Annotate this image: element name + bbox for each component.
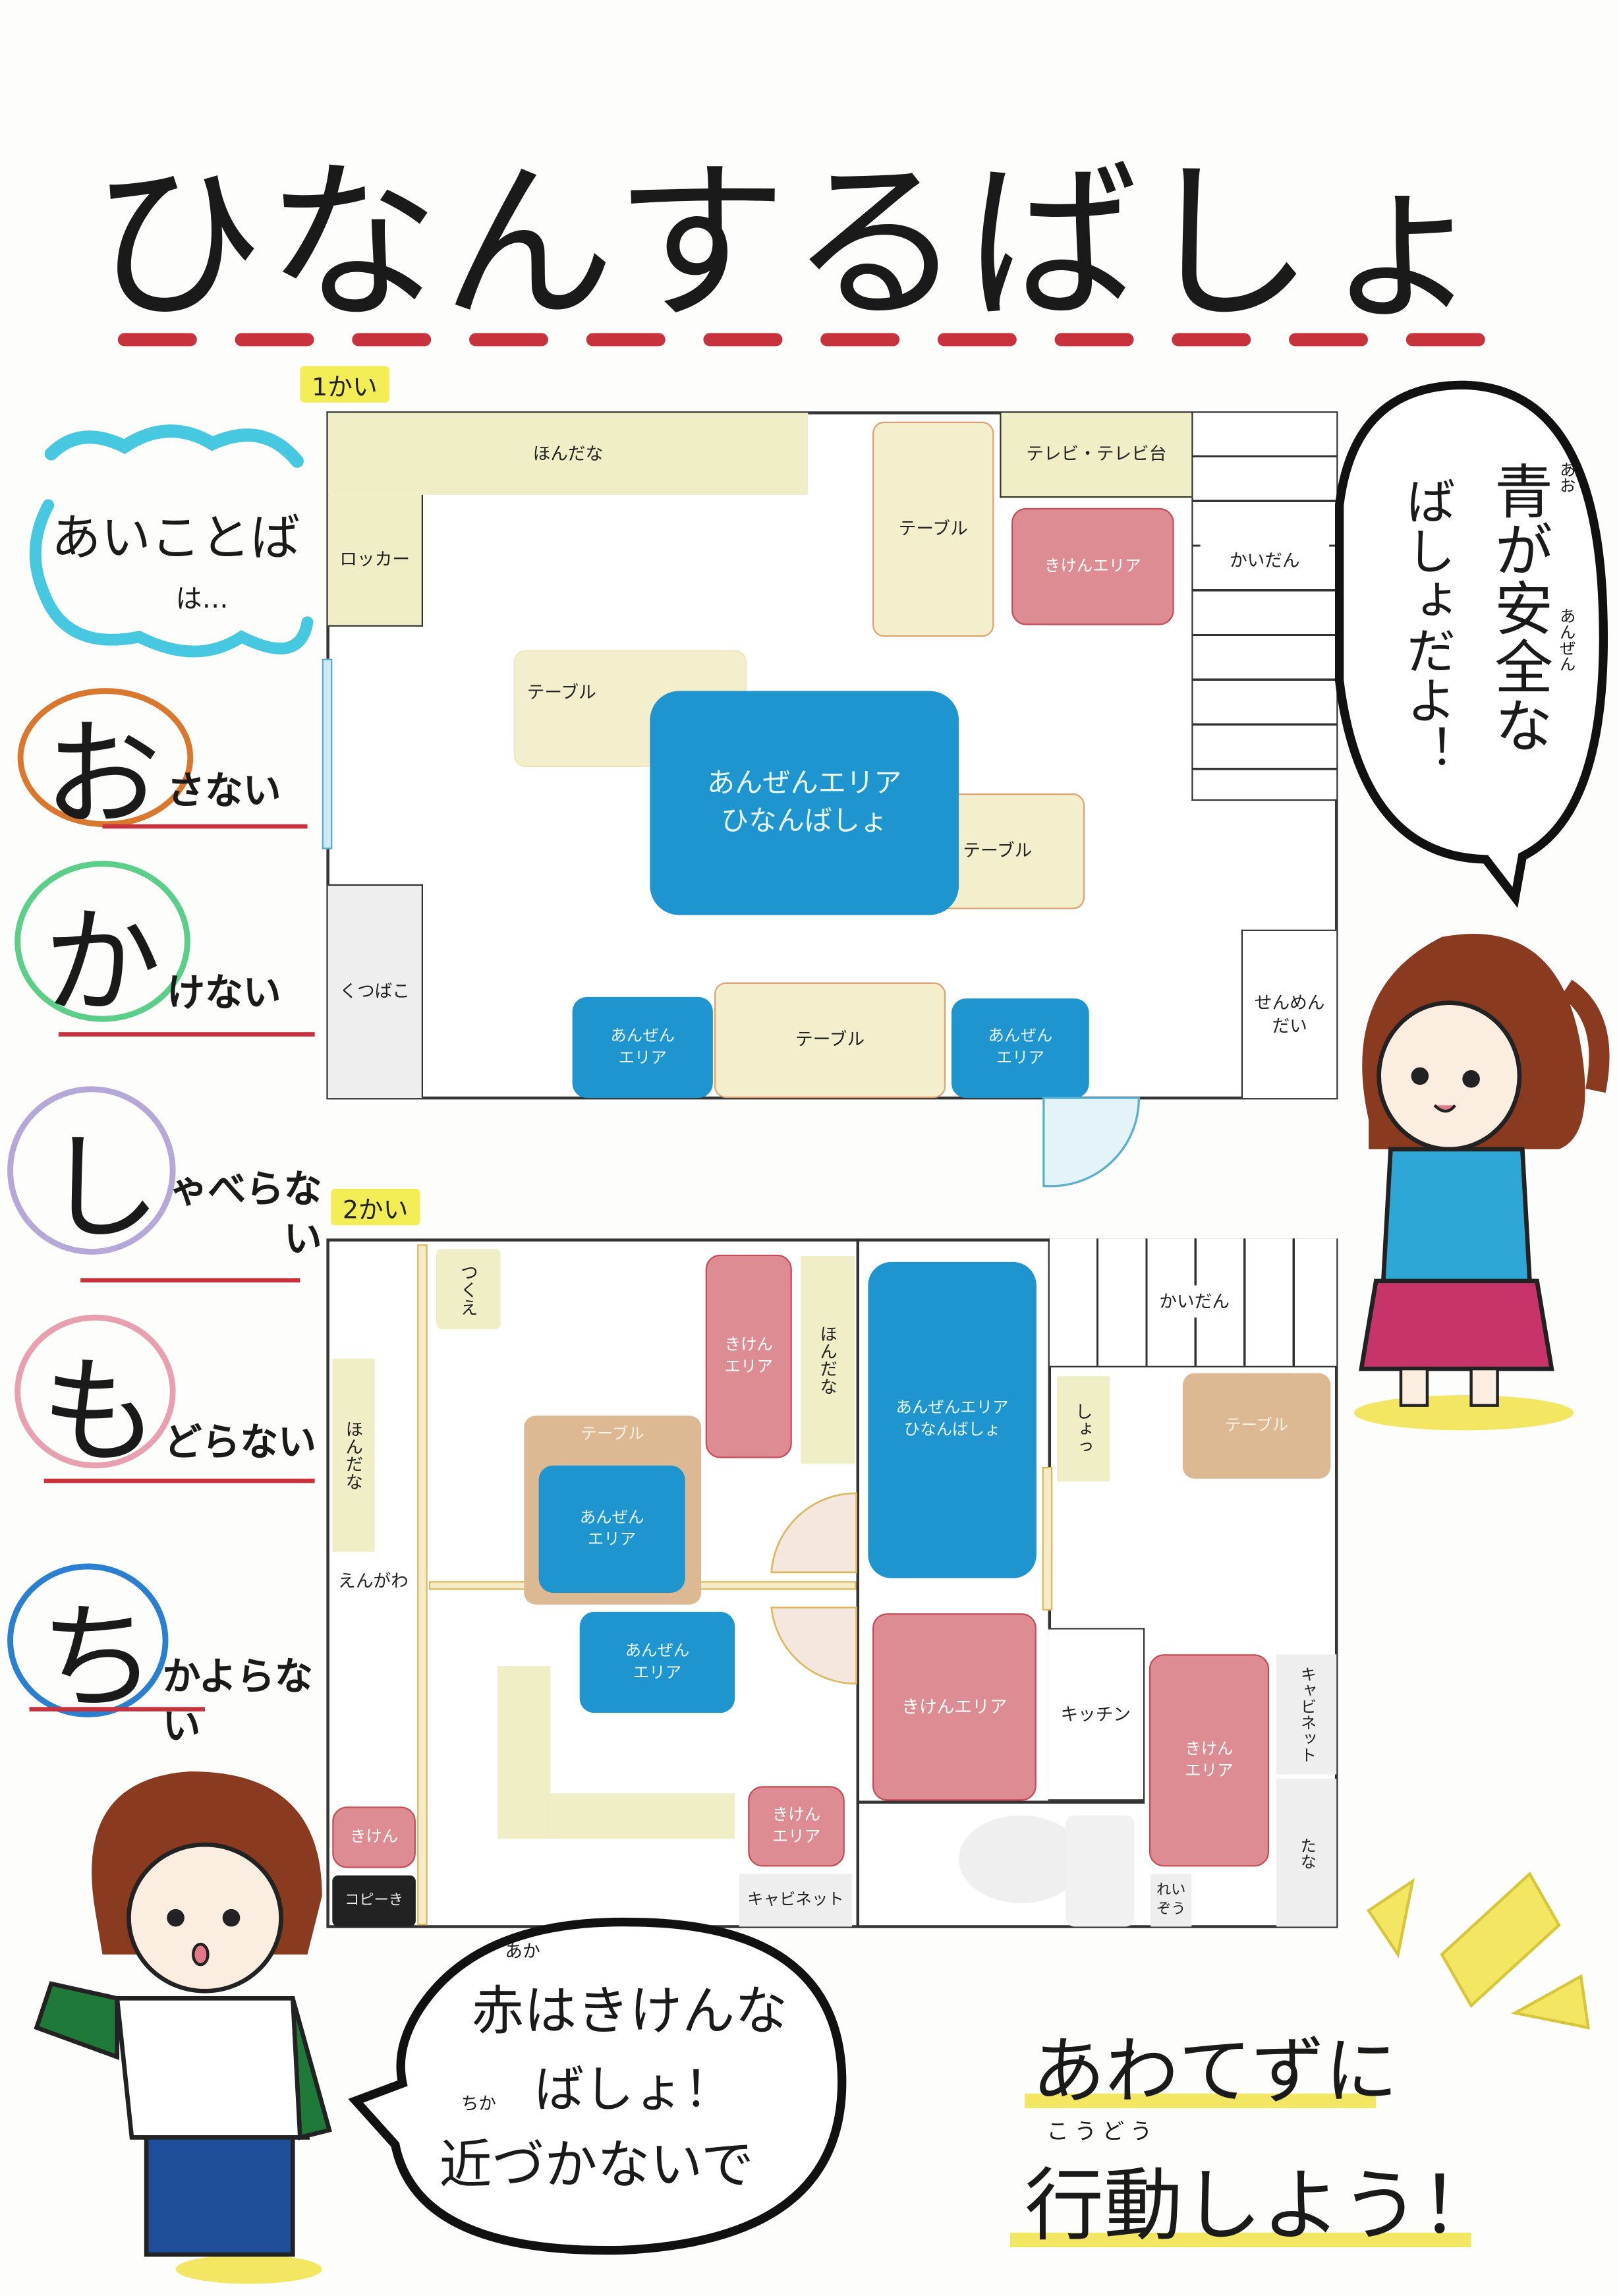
bubble-right-line2: ばしょだよ！ <box>1396 475 1456 775</box>
rule-ring <box>14 861 190 1022</box>
f2-kitchen: キッチン <box>1048 1628 1145 1801</box>
exclamation-marks-icon <box>1367 1872 1590 2030</box>
rule-ring <box>14 1314 176 1469</box>
rule-initial: ち <box>39 1590 157 1727</box>
f2-danger-area-right: きけん エリア <box>1149 1654 1270 1867</box>
girl-character-icon <box>1353 933 1610 1431</box>
f2-bookshelf-middle: ほんだな <box>801 1256 855 1464</box>
f1-table-bottom: テーブル <box>714 982 946 1099</box>
rule-ring <box>17 688 194 828</box>
f2-sliding-doors-left <box>417 1244 428 1926</box>
rule-ring <box>7 1563 169 1717</box>
rule-rest: かよらない <box>162 1655 313 1750</box>
rule-chikayoranai: ち かよらない <box>7 1563 329 1749</box>
f1-washbasin: せんめん だい <box>1241 929 1337 1099</box>
f2-wall-center <box>856 1238 860 1927</box>
f2-stairs-label: かいだん <box>1150 1285 1239 1318</box>
rule-rest: ゃべらない <box>169 1168 322 1262</box>
f1-locker: ロッカー <box>327 494 424 627</box>
ruby-anzen: あんぜん <box>1557 607 1577 672</box>
rule-kakenai: か けない <box>14 861 322 1037</box>
rule-shaberanai: し ゃべらない <box>7 1086 322 1284</box>
bubble-right-line1: 青が安全な <box>1484 461 1552 755</box>
rule-underline <box>102 824 308 829</box>
rule-osanai: お さない <box>14 681 322 844</box>
speech-bubble-right-icon <box>1335 380 1608 908</box>
f2-cabinet-right: キャビネット <box>1276 1654 1337 1775</box>
f2-safe-evacuation-area: あんぜんエリア ひなんばしょ <box>868 1261 1037 1578</box>
f1-safe-area-left: あんぜん エリア <box>572 996 713 1099</box>
f2-l-shelf-vertical <box>497 1666 551 1839</box>
rule-initial: お <box>43 706 161 844</box>
rule-initial: か <box>43 894 161 1031</box>
f1-safe-evacuation-area: あんぜんエリア ひなんばしょ <box>650 691 959 915</box>
f2-door-arcs-icon <box>770 1492 857 1685</box>
f2-veranda-label: えんがわ <box>338 1570 409 1592</box>
f1-danger-area: きけんエリア <box>1011 507 1174 625</box>
rule-initial: も <box>41 1344 158 1480</box>
floor1-label: 1かい <box>300 366 389 403</box>
password-heading: あいことば <box>51 509 300 568</box>
f2-cabinet-bottom: キャビネット <box>739 1874 852 1927</box>
f2-bookshelf-left: ほんだな <box>332 1358 375 1552</box>
f2-door-right <box>1042 1466 1053 1611</box>
f2-rack: たな <box>1276 1779 1337 1927</box>
f2-danger-area-lower: きけん エリア <box>748 1786 845 1867</box>
slogan-ruby: こうどう <box>1046 2118 1158 2145</box>
rule-modoranai: も どらない <box>14 1314 322 1491</box>
rule-underline <box>80 1278 300 1283</box>
f2-toilet <box>959 1815 1083 1903</box>
f2-wall-bottom <box>856 1800 1145 1803</box>
bubble-bottom-line1: 赤はきけんな <box>471 1982 788 2042</box>
speech-bubble-bottom-icon <box>348 1917 847 2255</box>
f2-copier: コピーき <box>332 1875 416 1927</box>
f2-danger-small: きけん <box>332 1806 416 1868</box>
slogan-line2: 行動しよう！ <box>1025 2159 1499 2252</box>
f1-shoe-box: くつばこ <box>327 884 424 1099</box>
f2-desk: つくえ <box>436 1248 501 1330</box>
f2-table-right: テーブル <box>1182 1373 1331 1479</box>
rule-underline <box>43 1478 315 1483</box>
f1-tv-stand: テレビ・テレビ台 <box>1000 413 1192 498</box>
password-cloud-icon <box>29 424 314 658</box>
page-title: ひなんするばしょ <box>90 142 1493 345</box>
rule-rest: どらない <box>163 1421 316 1466</box>
f1-window <box>322 658 333 849</box>
boy-character-icon <box>34 1771 332 2284</box>
bubble-bottom-line2: ばしょ！ <box>534 2061 733 2120</box>
f1-bookshelf: ほんだな <box>327 413 809 495</box>
floor2-label: 2かい <box>331 1188 420 1226</box>
bubble-bottom-line3: 近づかないで <box>439 2136 754 2196</box>
rule-rest: けない <box>167 972 281 1016</box>
f1-table-top: テーブル <box>872 421 994 637</box>
f2-l-shelf-horizontal <box>550 1793 735 1839</box>
f2-safe-area-lower: あんぜん エリア <box>579 1611 735 1713</box>
password-suffix: は… <box>175 584 229 616</box>
rule-initial: し <box>43 1120 161 1257</box>
f1-safe-area-right: あんぜん エリア <box>951 998 1089 1099</box>
slogan-highlight-2 <box>1009 2232 1471 2248</box>
f2-danger-area-top: きけん エリア <box>705 1254 792 1458</box>
f1-stairs-label: かいだん <box>1200 544 1330 577</box>
f2-safe-area-table: あんぜん エリア <box>538 1465 685 1593</box>
rule-underline <box>29 1707 206 1711</box>
title-dashed-underline <box>117 333 1515 347</box>
ruby-ao: あお <box>1557 461 1577 494</box>
f2-study: しょっ <box>1056 1376 1110 1482</box>
rule-underline <box>58 1032 315 1037</box>
f2-toilet-tank <box>1065 1815 1135 1927</box>
f1-stairs <box>1191 413 1337 801</box>
f2-fridge: れい ぞう <box>1150 1874 1192 1927</box>
ruby-chika: ちか <box>461 2093 497 2114</box>
rule-rest: さない <box>167 770 281 815</box>
rule-ring <box>7 1086 176 1255</box>
slogan-line1: あわてずに <box>1032 2028 1398 2114</box>
f1-door-icon <box>1042 1097 1140 1188</box>
ruby-aka: あか <box>505 1941 540 1962</box>
slogan-highlight <box>1025 2093 1377 2108</box>
f2-danger-area-big: きけんエリア <box>872 1613 1037 1801</box>
